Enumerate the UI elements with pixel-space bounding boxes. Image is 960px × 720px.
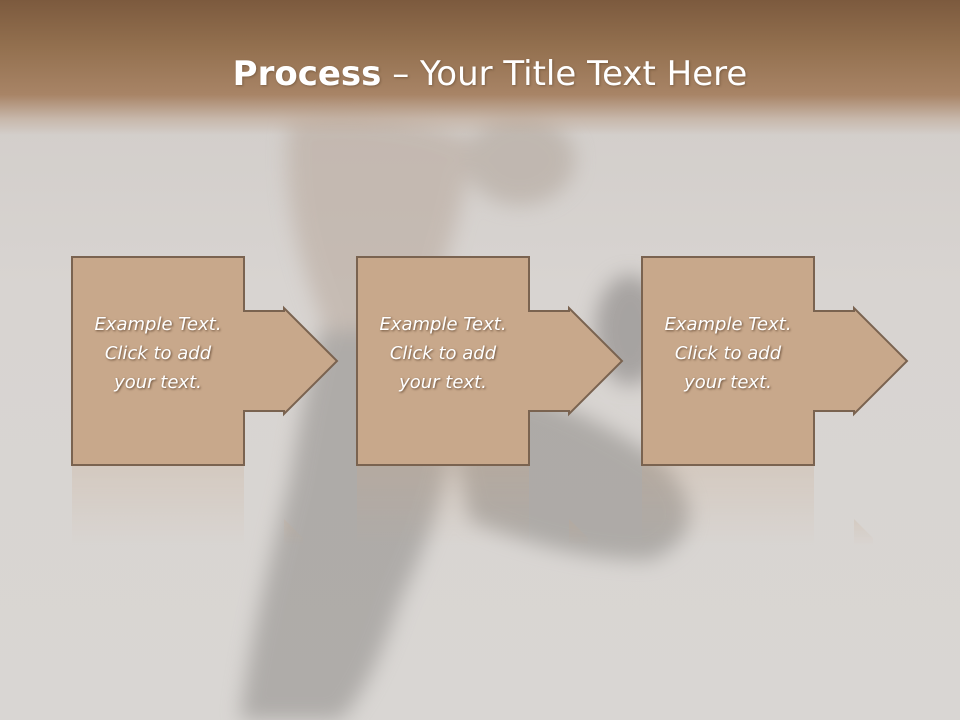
step-line-2: Click to add: [674, 343, 782, 364]
step-text: Example Text. Click to add your text.: [71, 310, 245, 397]
process-step-3[interactable]: Example Text. Click to add your text.: [641, 256, 931, 466]
step-line-3: your text.: [114, 372, 202, 393]
title-rest: Your Title Text Here: [420, 54, 748, 94]
step-outline: [356, 256, 624, 466]
step-text: Example Text. Click to add your text.: [356, 310, 530, 397]
step-line-1: Example Text.: [379, 314, 507, 335]
step-line-2: Click to add: [389, 343, 497, 364]
step-line-1: Example Text.: [94, 314, 222, 335]
step-line-1: Example Text.: [664, 314, 792, 335]
step-reflection-3: [641, 466, 931, 546]
step-line-3: your text.: [399, 372, 487, 393]
step-outline: [641, 256, 909, 466]
step-outline: [71, 256, 339, 466]
step-line-3: your text.: [684, 372, 772, 393]
step-reflection-2: [356, 466, 646, 546]
title-bold: Process: [232, 54, 382, 94]
step-text: Example Text. Click to add your text.: [641, 310, 815, 397]
process-step-1[interactable]: Example Text. Click to add your text.: [71, 256, 361, 466]
process-step-2[interactable]: Example Text. Click to add your text.: [356, 256, 646, 466]
step-line-2: Click to add: [104, 343, 212, 364]
title-dash: –: [381, 54, 421, 94]
slide-title[interactable]: Process – Your Title Text Here: [0, 52, 960, 96]
header-band: [0, 0, 960, 135]
step-reflection-1: [71, 466, 361, 546]
